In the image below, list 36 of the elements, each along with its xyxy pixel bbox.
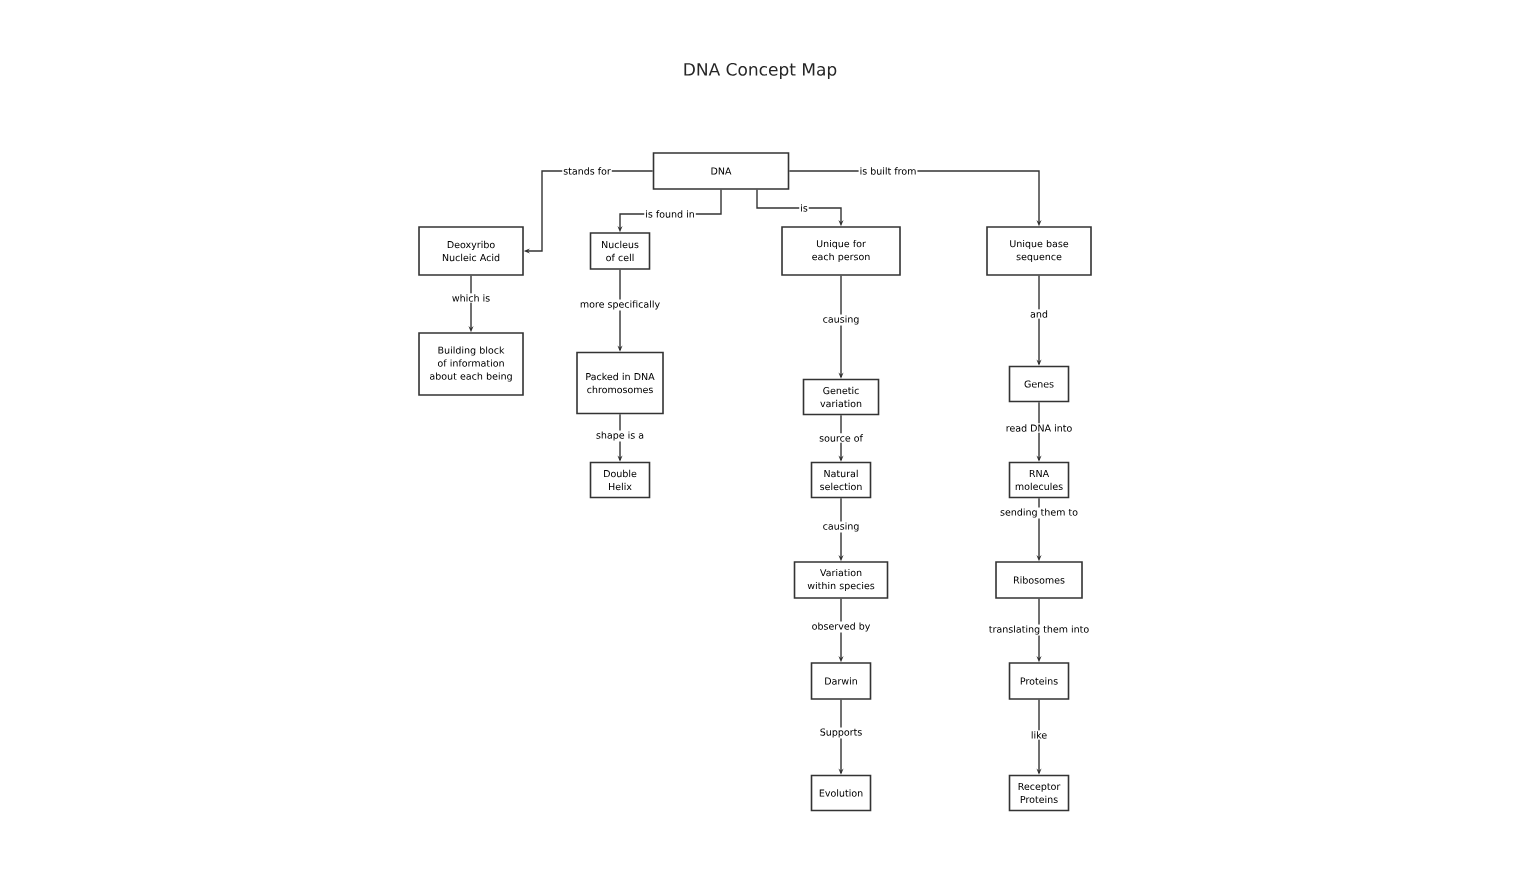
concept-box: Double Helix bbox=[589, 461, 651, 499]
edge-label: shape is a bbox=[594, 430, 646, 442]
edge-label: source of bbox=[818, 433, 864, 443]
concept-box: Unique for each person bbox=[781, 226, 901, 276]
edge-label: more specifically bbox=[578, 299, 662, 311]
concept-box: Receptor Proteins bbox=[1008, 774, 1070, 812]
concept-box: Deoxyribo Nucleic Acid bbox=[418, 226, 524, 276]
concept-box: Nucleus of cell bbox=[589, 232, 651, 270]
edge-label: like bbox=[1029, 730, 1049, 740]
edge-label: stands for bbox=[562, 166, 612, 176]
concept-box: Evolution bbox=[810, 774, 872, 812]
concept-box: Genetic variation bbox=[802, 378, 880, 416]
edge-label: sending them to bbox=[999, 507, 1079, 519]
edge-label: read DNA into bbox=[1004, 423, 1074, 433]
edge-label: is found in bbox=[644, 209, 696, 219]
concept-box: Darwin bbox=[810, 662, 872, 700]
title: DNA Concept Map bbox=[684, 62, 837, 80]
edge-label: is built from bbox=[858, 166, 918, 176]
edge-label: is bbox=[799, 203, 809, 213]
edge-label: causing bbox=[821, 521, 861, 533]
edge-label: Supports bbox=[818, 727, 864, 739]
edge-label: observed by bbox=[810, 621, 872, 633]
concept-box: DNA bbox=[652, 152, 790, 190]
concept-box: Natural selection bbox=[810, 461, 872, 499]
concept-box: Genes bbox=[1008, 365, 1070, 403]
concept-box: Variation within species bbox=[793, 561, 889, 599]
concept-box: Proteins bbox=[1008, 662, 1070, 700]
edge-label: causing bbox=[821, 314, 861, 326]
edge-label: which is bbox=[450, 293, 492, 303]
concept-box: Packed in DNA chromosomes bbox=[576, 351, 664, 415]
concept-box: Ribosomes bbox=[995, 561, 1083, 599]
edge-label: translating them into bbox=[987, 624, 1091, 636]
concept-box: RNA molecules bbox=[1008, 461, 1070, 499]
edge-label: and bbox=[1029, 309, 1049, 319]
concept-box: Unique base sequence bbox=[986, 226, 1092, 276]
concept-box: Building block of information about each being bbox=[418, 332, 524, 396]
